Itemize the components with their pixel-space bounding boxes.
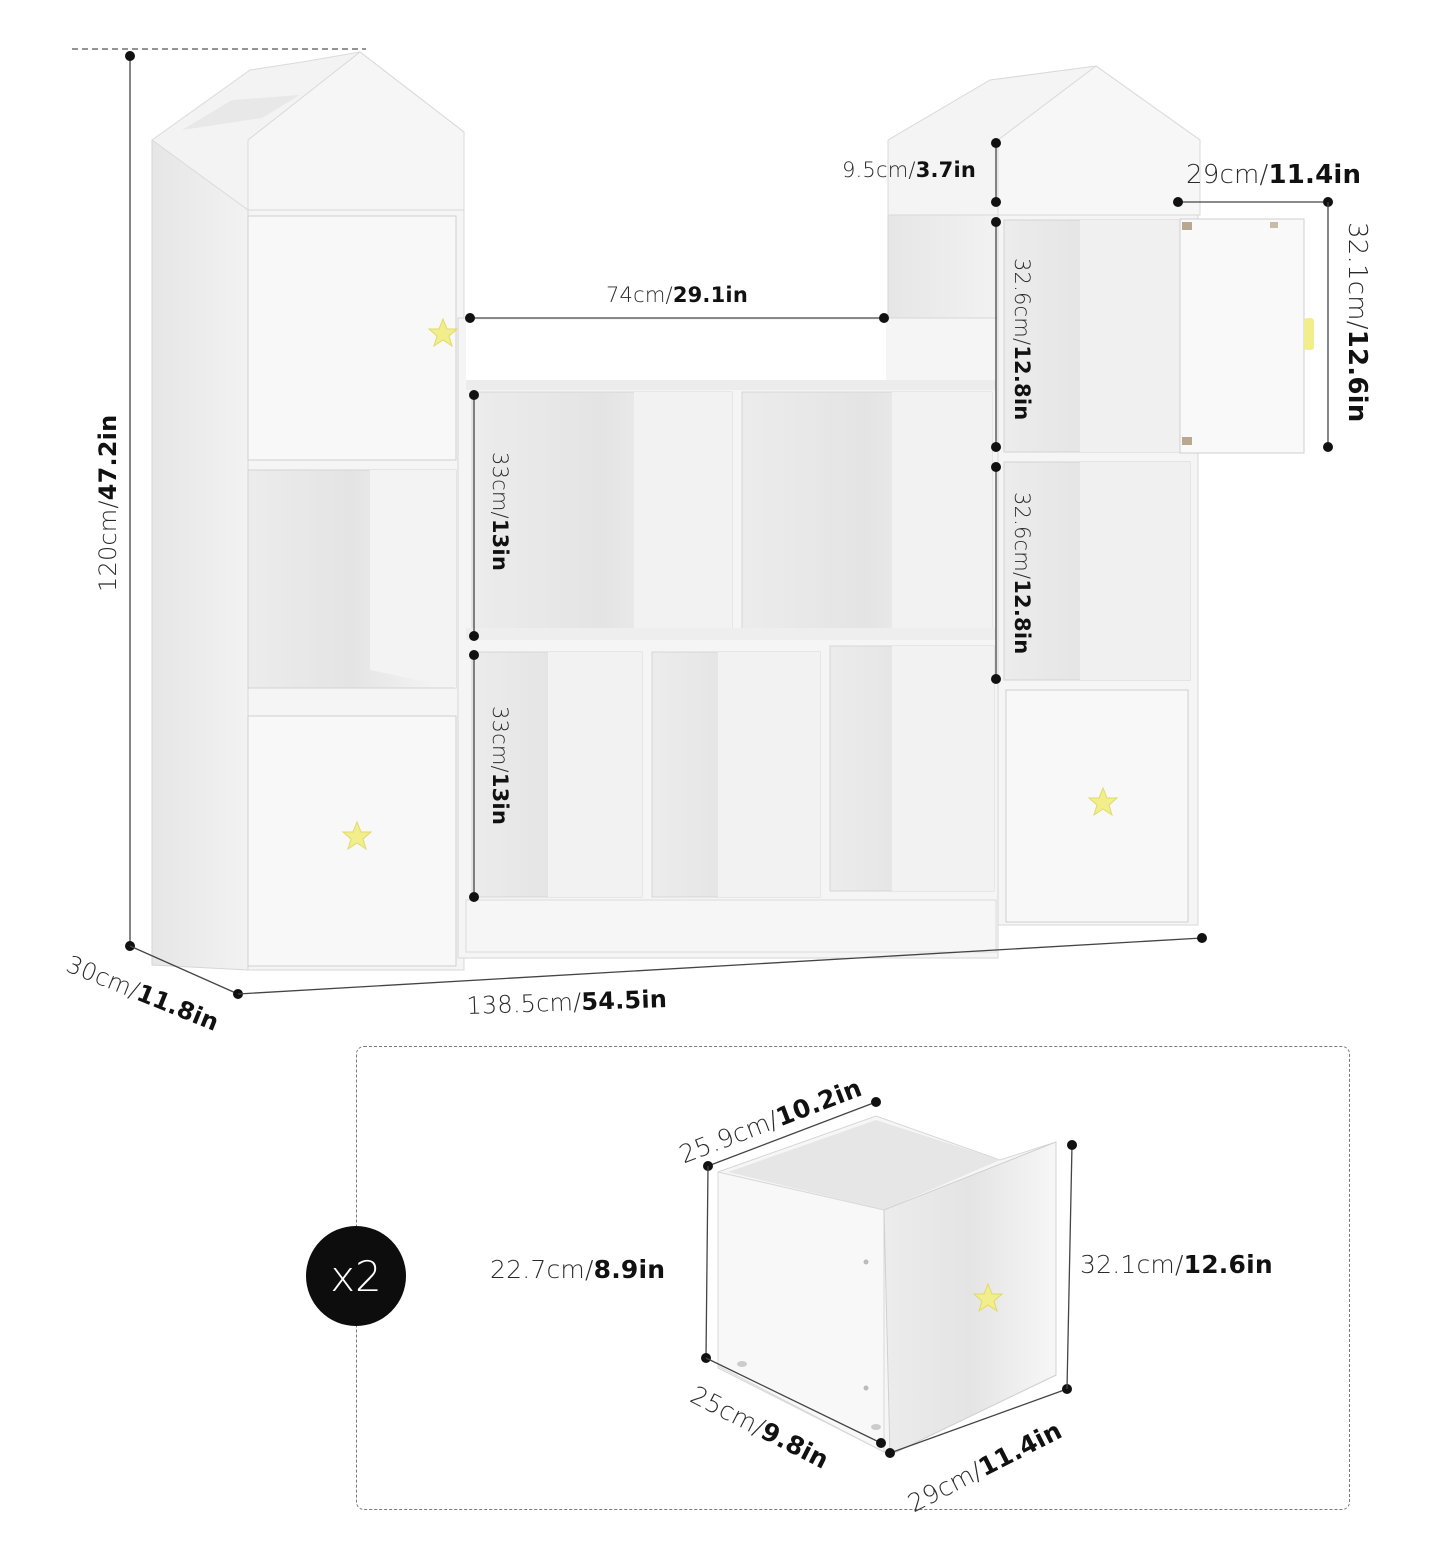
right-middle-cube-height-label: 32.6cm/12.8in [1010,492,1034,655]
door-width-label: 29cm/11.4in [1186,160,1362,190]
overall-height-label: 120cm/47.2in [94,414,122,592]
right-upper-cube-height-label: 32.6cm/12.8in [1010,258,1034,421]
drawer-illustration [717,1115,1057,1456]
quantity-badge: x2 [306,1226,406,1326]
overall-width-label: 138.5cm/54.5in [465,984,668,1020]
center-lower-cube-height-label: 33cm/13in [488,706,512,825]
left-tower [151,51,465,971]
roof-height-label: 9.5cm/3.7in [842,158,977,182]
right-open-door [1179,218,1305,454]
center-top-width-label: 74cm/29.1in [606,283,748,307]
center-upper-cube-height-label: 33cm/13in [488,452,512,571]
drawer-dimension-lines [701,1097,1077,1458]
right-tower [887,65,1314,926]
dimension-lines [125,51,1333,999]
left-top-door [247,215,457,461]
door-height-label: 32.1cm/12.6in [1342,222,1372,423]
center-unit [457,317,999,959]
drawer-side-height-label: 22.7cm/8.9in [490,1255,666,1284]
drawer-front-height-label: 32.1cm/12.6in [1080,1250,1273,1279]
